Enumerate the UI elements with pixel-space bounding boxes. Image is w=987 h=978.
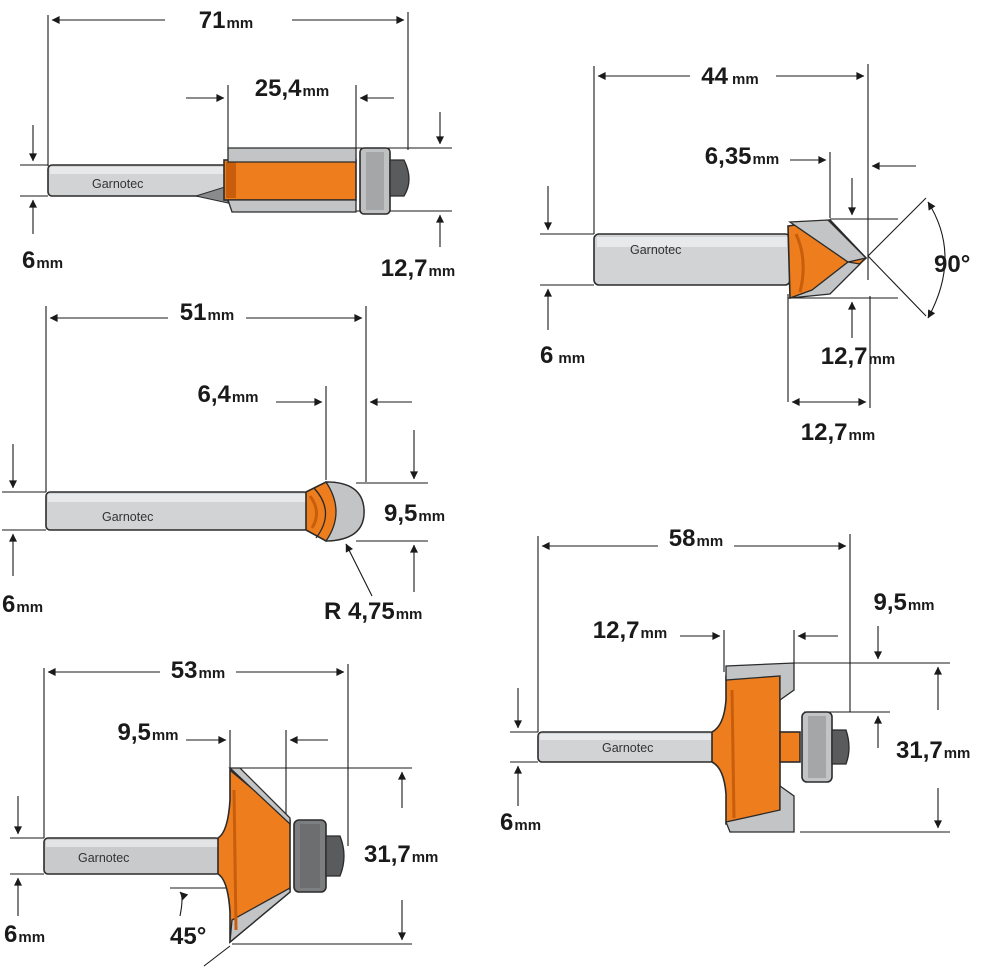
diameter-label: 12,7mm: [381, 255, 455, 282]
shank-diameter-label: 6mm: [500, 809, 541, 836]
chamfer-bit: Garnotec 53mm 9,5mm 31,7mm 6mm 45°: [4, 657, 438, 967]
rabbeting-bit: Garnotec 58mm 12,7mm 9,5mm 31,7mm 6mm: [500, 525, 970, 836]
cutter-blade: [228, 767, 291, 826]
diameter-label: 9,5mm: [384, 500, 445, 527]
diameter-label: 12,7mm: [801, 419, 875, 446]
brand-label: Garnotec: [92, 177, 143, 191]
brand-label: Garnotec: [602, 741, 653, 755]
overall-length-label: 53mm: [171, 657, 225, 684]
flush-trim-bit: Garnotec 71mm 25,4mm 6mm 12,7mm: [20, 7, 455, 282]
cutter-body: [223, 159, 357, 201]
bearing-screw: [389, 159, 410, 197]
shank-diameter-label: 6mm: [4, 921, 45, 948]
overall-length-label: 71mm: [199, 7, 253, 34]
diameter-label: 31,7mm: [364, 841, 438, 868]
overall-length-label: 51mm: [180, 299, 234, 326]
rabbet-depth-label: 9,5mm: [873, 589, 934, 616]
cutter-blade: [725, 662, 795, 702]
core-box-bit: Garnotec 51mm 6,4mm 9,5mm 6mm R 4,75mm: [2, 299, 445, 625]
cutter-blade: [227, 147, 357, 163]
cutting-length-label: 25,4mm: [255, 75, 329, 102]
cutter-blade: [788, 219, 868, 263]
cutting-length-label: 6,4mm: [197, 381, 258, 408]
overall-length-label: 58mm: [669, 525, 723, 552]
angle-label: 90°: [934, 251, 970, 278]
brand-label: Garnotec: [78, 851, 129, 865]
cutter-blade: [324, 481, 365, 542]
brand-label: Garnotec: [102, 510, 153, 524]
cutting-length-label: 9,5mm: [117, 719, 178, 746]
bearing-screw: [831, 729, 850, 765]
cutting-height-label: 12,7mm: [821, 343, 895, 370]
radius-label: R 4,75mm: [324, 598, 422, 625]
angle-label: 45°: [170, 923, 206, 950]
cutting-length-label: 12,7mm: [593, 617, 667, 644]
brand-label: Garnotec: [630, 243, 681, 257]
cutter-body: [711, 671, 781, 825]
diameter-label: 31,7mm: [896, 737, 970, 764]
shank-diameter-label: 6mm: [22, 247, 63, 274]
bearing-screw: [325, 835, 345, 877]
cutting-length-label: 6,35mm: [705, 143, 779, 170]
shank-diameter-label: 6mm: [2, 591, 43, 618]
